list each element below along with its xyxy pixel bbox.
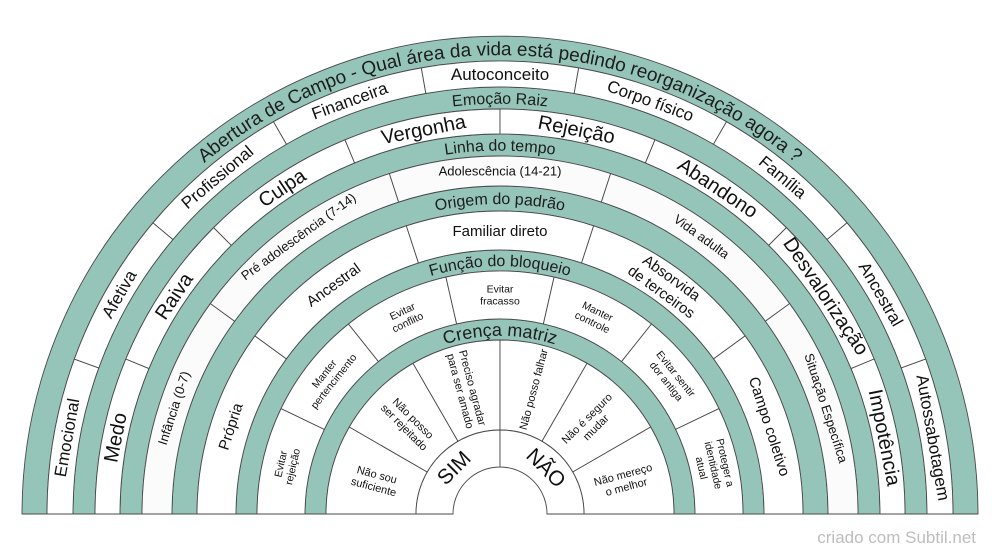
segment-label-line: Evitar [272, 449, 290, 478]
segment-area-da-vida[interactable] [900, 358, 954, 515]
segment-label: Familiar direto [452, 223, 547, 240]
segment-label-line: Evitar [487, 284, 514, 296]
ring-linha-do-tempo: Infância (0-7)Pré adolescência (7-14)Ado… [141, 155, 859, 515]
band-label-text: Linha do tempo [443, 138, 556, 159]
segment-label-line: Autoconceito [451, 65, 549, 84]
segment-sim-nao[interactable] [415, 429, 501, 515]
segment-label-line: Familiar direto [452, 223, 547, 240]
band-label: Emoção Raiz [451, 91, 549, 111]
segment-label-line: fracasso [480, 296, 520, 308]
footer-credit: criado com Subtil.net [817, 528, 976, 547]
band-label-text: Emoção Raiz [451, 91, 549, 111]
segment-funcao-do-bloqueio[interactable] [675, 407, 744, 515]
segment-label: Autoconceito [451, 65, 549, 84]
segment-linha-do-tempo[interactable] [764, 302, 859, 515]
segment-sim-nao[interactable] [499, 429, 585, 515]
segment-label: Adolescência (14-21) [439, 164, 562, 179]
segment-emocao-raiz[interactable] [850, 358, 906, 515]
ring-funcao-do-bloqueio: EvitarrejeiçãoManterpertencimentoEvitarc… [256, 270, 744, 515]
segment-label-line: Adolescência (14-21) [439, 164, 562, 179]
band-label: Linha do tempo [443, 138, 556, 159]
segment-origem-do-padrao[interactable] [712, 335, 804, 515]
segment-label: Proteger aidentidadeatual [690, 437, 736, 493]
segment-label-line: atual [693, 456, 710, 481]
